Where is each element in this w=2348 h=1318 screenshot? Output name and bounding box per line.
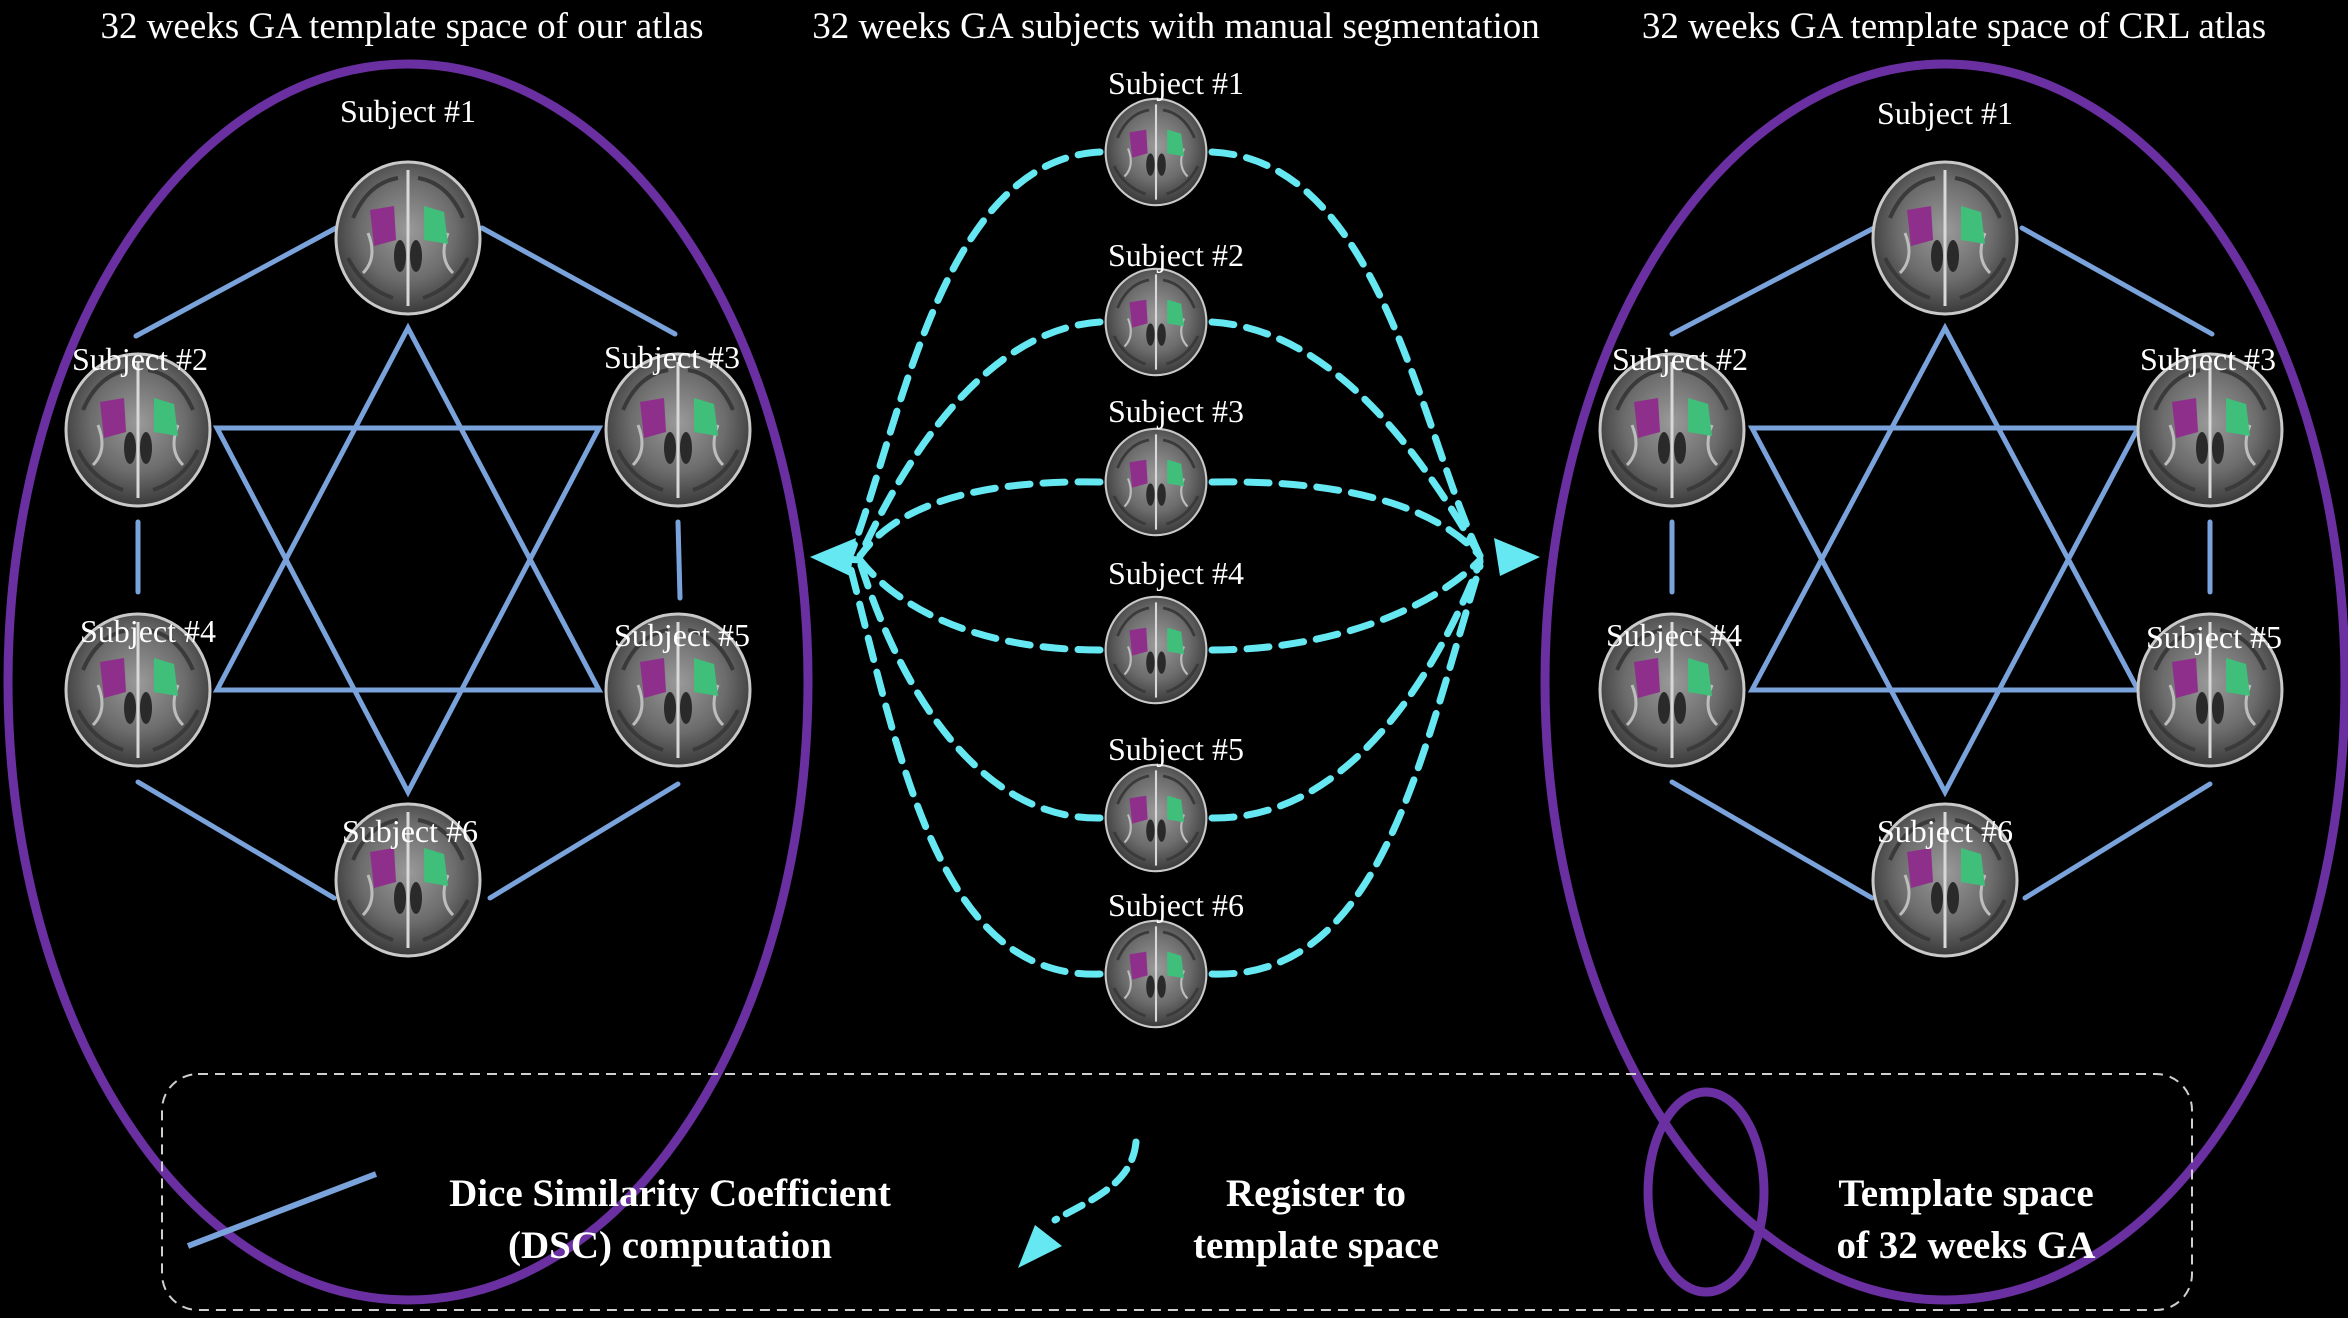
subject-label: Subject #3 (1108, 393, 1244, 429)
brain-image (1104, 595, 1208, 705)
left-atlas-group: Subject #1 Subject #2 Subject #3 Subject… (3, 59, 813, 1305)
arrowhead-left (810, 538, 856, 576)
brain-image (1104, 919, 1208, 1029)
brain-image (334, 160, 482, 316)
subject-label: Subject #3 (604, 339, 740, 375)
legend-template-line2: of 32 weeks GA (1837, 1224, 2096, 1267)
register-curves (826, 148, 1484, 978)
subject-label: Subject #6 (342, 813, 478, 849)
subject-label: Subject #1 (1877, 95, 2013, 131)
legend-register-line1: Register to (1226, 1172, 1406, 1215)
subject-label: Subject #2 (1108, 237, 1244, 273)
subject-label: Subject #2 (72, 341, 208, 377)
subject-label: Subject #3 (2140, 341, 2276, 377)
dsc-lines-right (1669, 225, 2215, 901)
legend-template-oval (1643, 1087, 1769, 1297)
right-atlas-group: Subject #1 Subject #2 Subject #3 Subject… (1540, 59, 2348, 1305)
legend-template-line1: Template space (1838, 1172, 2093, 1215)
legend-box (161, 1073, 2193, 1311)
template-oval-left (3, 59, 813, 1305)
subject-label: Subject #2 (1612, 341, 1748, 377)
subject-label: Subject #4 (80, 613, 216, 649)
subject-label: Subject #4 (1606, 617, 1742, 653)
header-right: 32 weeks GA template space of CRL atlas (1642, 6, 2266, 47)
brain-image (1104, 763, 1208, 873)
header-center: 32 weeks GA subjects with manual segment… (812, 6, 1540, 47)
subject-label: Subject #4 (1108, 555, 1244, 591)
legend-dsc-line2: (DSC) computation (508, 1224, 832, 1267)
arrowhead-right (1494, 538, 1540, 576)
brain-image (1871, 160, 2019, 316)
dsc-lines-left (133, 225, 683, 901)
subject-label: Subject #1 (1108, 65, 1244, 101)
brain-image (1104, 97, 1208, 207)
subject-label: Subject #5 (614, 617, 750, 653)
subject-label: Subject #1 (340, 93, 476, 129)
subject-label: Subject #5 (1108, 731, 1244, 767)
subject-label: Subject #6 (1108, 887, 1244, 923)
subject-label: Subject #6 (1877, 813, 2013, 849)
legend-register-line2: template space (1193, 1224, 1439, 1267)
subject-label: Subject #5 (2146, 619, 2282, 655)
legend-register-arrowhead (1018, 1225, 1062, 1268)
legend: Dice Similarity Coefficient (DSC) comput… (161, 1073, 2193, 1311)
header-left: 32 weeks GA template space of our atlas (100, 6, 703, 47)
template-oval-right (1540, 59, 2348, 1305)
legend-dsc-line1: Dice Similarity Coefficient (449, 1172, 891, 1215)
brain-image (1104, 267, 1208, 377)
legend-dsc-line (186, 1171, 378, 1249)
legend-register-arrow (1051, 1138, 1140, 1224)
brain-image (1104, 427, 1208, 537)
brain-image (604, 352, 752, 508)
